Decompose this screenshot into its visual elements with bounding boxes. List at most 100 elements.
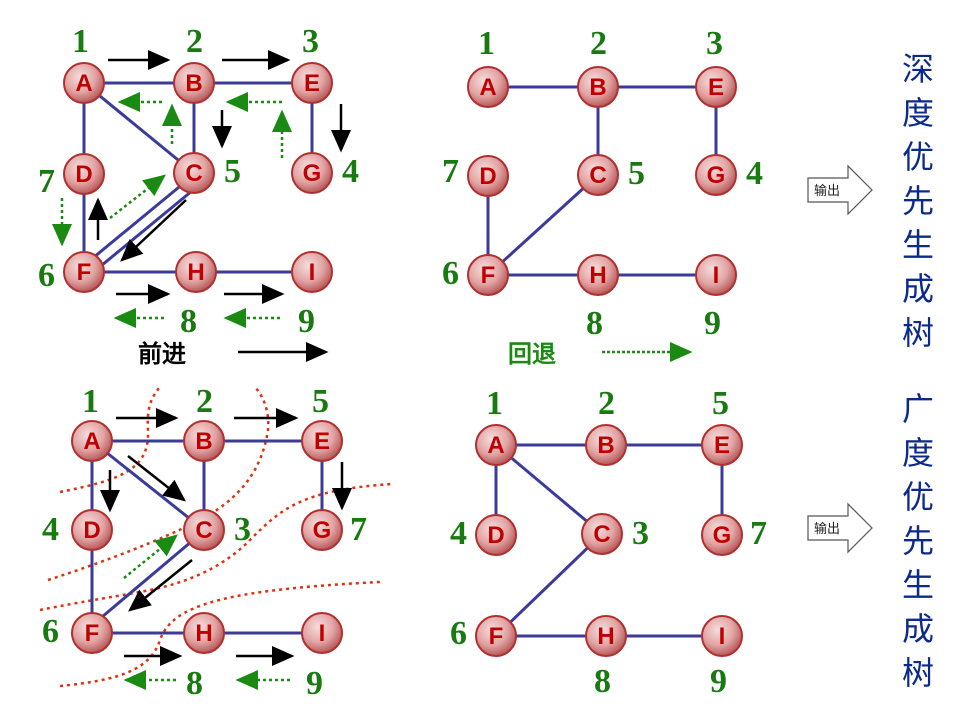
dfs-graph-order-d: 7 [38, 163, 55, 200]
dfs-graph-order-g: 4 [342, 153, 359, 190]
bfs-graph-node-d: D [71, 509, 113, 551]
dfs-title-char: 树 [902, 314, 934, 352]
node-letter: B [195, 428, 212, 455]
dfs-title-char: 生 [902, 226, 934, 264]
node-letter: F [77, 259, 92, 286]
bfs-output-label: 输出 [814, 521, 840, 537]
bfs-graph-order-f: 6 [42, 613, 59, 650]
bfs-tree-order-b: 2 [598, 385, 615, 422]
node-letter: F [481, 262, 496, 289]
node-circle [695, 254, 737, 296]
node-circle [467, 155, 509, 197]
dfs-tree-order-i: 9 [704, 305, 721, 342]
node-letter: C [185, 160, 202, 187]
bfs-graph-node-e: E [301, 420, 343, 462]
dfs-graph-order-i: 9 [298, 303, 315, 340]
node-letter: I [319, 620, 326, 647]
bfs-graph-order-i: 9 [306, 665, 323, 702]
node-circle [291, 152, 333, 194]
dfs-back-arrows [52, 92, 292, 328]
node-letter: H [589, 262, 606, 289]
node-letter: A [75, 70, 92, 97]
dfs-tree-node-a: A [467, 66, 509, 108]
bfs-graph-order-c: 3 [234, 511, 251, 548]
node-circle [71, 612, 113, 654]
node-letter: D [75, 161, 92, 188]
dfs-graph-order-b: 2 [186, 23, 203, 60]
node-letter: E [714, 432, 730, 459]
bfs-graph-node-a: A [71, 420, 113, 462]
bfs-tree-node-g: G [701, 514, 743, 556]
bfs-tree-order-g: 7 [750, 515, 767, 552]
dfs-tree-node-i: I [695, 254, 737, 296]
node-circle [71, 420, 113, 462]
bfs-tree-node-i: I [701, 615, 743, 657]
bfs-graph-node-g: G [301, 509, 343, 551]
dfs-tree-order-d: 7 [442, 153, 459, 190]
node-letter: H [597, 623, 614, 650]
dfs-graph-order-h: 8 [180, 303, 197, 340]
bfs-title-char: 度 [902, 434, 934, 472]
node-circle [695, 154, 737, 196]
dfs-graph-node-h: H [175, 251, 217, 293]
node-letter: F [489, 623, 504, 650]
dfs-tree-node-e: E [695, 66, 737, 108]
bfs-graph-order-b: 2 [196, 383, 213, 420]
dfs-forward-arrows [88, 50, 351, 304]
bfs-tree-node-c: C [581, 513, 623, 555]
dfs-tree-order-b: 2 [590, 25, 607, 62]
node-circle [475, 514, 517, 556]
bfs-tree-order-i: 9 [710, 663, 727, 700]
node-circle [701, 424, 743, 466]
dfs-graph-node-b: B [173, 62, 215, 104]
node-letter: C [593, 521, 610, 548]
node-circle [467, 66, 509, 108]
bfs-tree-order-h: 8 [594, 663, 611, 700]
edge-a-c [83, 81, 195, 175]
bfs-graph-order-a: 1 [82, 383, 99, 420]
bfs-forward-arrows [100, 408, 352, 666]
dfs-title-char: 优 [902, 138, 934, 176]
node-circle [577, 154, 619, 196]
bfs-graph-order-g: 7 [350, 511, 367, 548]
node-letter: A [479, 74, 496, 101]
node-circle [183, 509, 225, 551]
dfs-graph-node-f: F [63, 251, 105, 293]
bfs-graph-order-e: 5 [312, 383, 329, 420]
node-circle [291, 62, 333, 104]
dfs-tree-order-e: 3 [706, 25, 723, 62]
dfs-output-label: 输出 [814, 183, 840, 199]
dfs-graph-node-d: D [63, 153, 105, 195]
bfs-graph-node-b: B [183, 420, 225, 462]
dfs-graph-node-e: E [291, 62, 333, 104]
bfs-tree-node-a: A [475, 424, 517, 466]
bfs-tree-node-f: F [475, 615, 517, 657]
node-circle [301, 420, 343, 462]
bfs-tree-order-a: 1 [486, 385, 503, 422]
node-circle [173, 62, 215, 104]
node-letter: H [187, 259, 204, 286]
node-letter: C [589, 162, 606, 189]
node-letter: I [713, 262, 720, 289]
node-letter: I [309, 259, 316, 286]
bfs-graph-node-c: C [183, 509, 225, 551]
node-circle [581, 513, 623, 555]
dfs-graph-order-a: 1 [72, 23, 89, 60]
node-circle [183, 612, 225, 654]
node-circle [301, 612, 343, 654]
bfs-title-char: 生 [902, 566, 934, 604]
node-letter: D [479, 163, 496, 190]
dfs-graph-node-g: G [291, 152, 333, 194]
dfs-title-char: 度 [902, 94, 934, 132]
bfs-tree-order-d: 4 [450, 515, 467, 552]
dfs-tree-order-f: 6 [442, 255, 459, 292]
node-letter: G [713, 522, 732, 549]
bfs-output-arrow: 输出 [807, 502, 873, 554]
bfs-tree-node-b: B [585, 424, 627, 466]
bfs-tree-order-e: 5 [712, 385, 729, 422]
node-circle [475, 424, 517, 466]
node-circle [577, 254, 619, 296]
node-letter: E [314, 428, 330, 455]
